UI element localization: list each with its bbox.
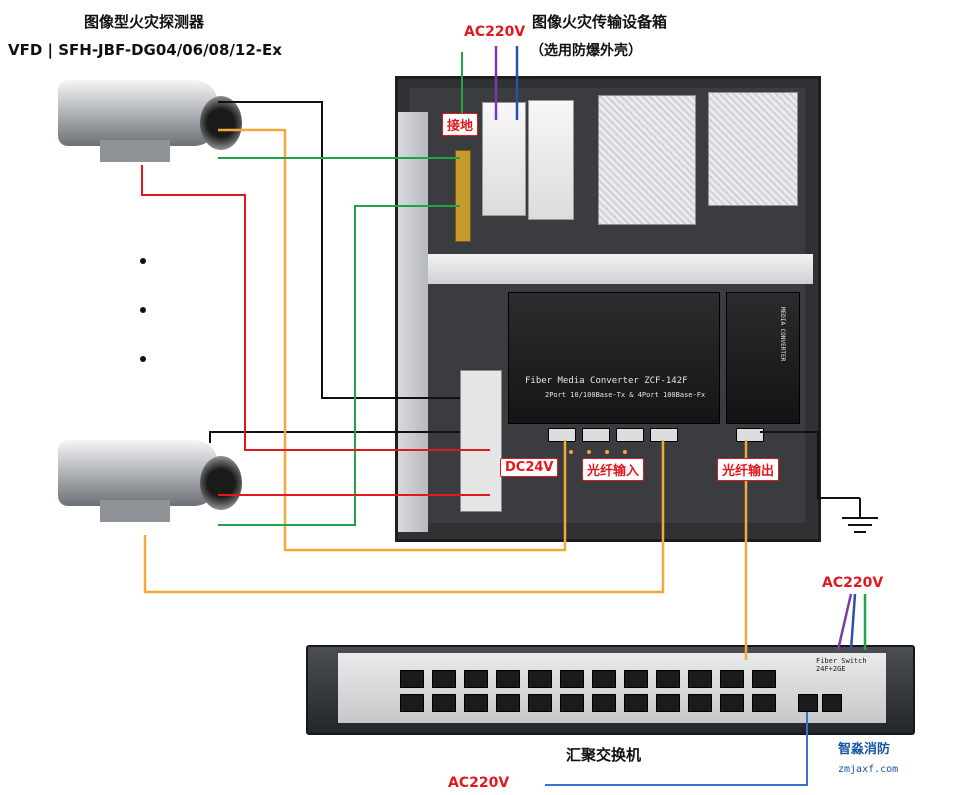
switch-fiber-port — [560, 694, 584, 712]
din-rail-cover — [428, 254, 813, 284]
camera-lens — [200, 96, 242, 150]
detector-model: VFD | SFH-JBF-DG04/06/08/12-Ex — [8, 41, 282, 59]
wire-blue-switch — [849, 593, 857, 651]
wire-black-2 — [209, 431, 460, 443]
fire-camera-top — [58, 80, 218, 146]
fiber-dot — [587, 450, 591, 454]
switch-fiber-port — [592, 694, 616, 712]
box-title: 图像火灾传输设备箱 — [532, 13, 668, 31]
logo-url: zmjaxf.com — [838, 764, 899, 775]
media-converter-side-label: MEDIA CONVERTER — [779, 307, 786, 362]
switch-fiber-port — [464, 694, 488, 712]
switch-fiber-port — [432, 670, 456, 688]
fiber-dot — [569, 450, 573, 454]
switch-fiber-port — [688, 694, 712, 712]
wire-green-ac — [461, 52, 475, 119]
switch-fiber-port — [400, 694, 424, 712]
switch-fiber-port — [560, 670, 584, 688]
ac220-top-label: AC220V — [464, 24, 526, 40]
box-subtitle: （选用防爆外壳） — [530, 43, 642, 59]
switch-fiber-port — [720, 694, 744, 712]
detector-title: 图像型火灾探测器 — [84, 13, 205, 31]
ground-bar — [455, 150, 471, 242]
fiber-port — [582, 428, 610, 442]
switch-fiber-port — [656, 670, 680, 688]
camera-mount — [100, 500, 170, 522]
converter-spec-label: 2Port 10/100Base-Tx & 4Port 100Base-Fx — [545, 391, 706, 399]
fiber-output-label: 光纤输出 — [717, 458, 780, 481]
ellipsis-dot — [140, 307, 146, 313]
fiber-dot — [623, 450, 627, 454]
switch-fiber-port — [688, 670, 712, 688]
switch-fiber-port — [720, 670, 744, 688]
fiber-orange-1 — [218, 128, 567, 552]
fiber-input-label: 光纤输入 — [582, 458, 645, 481]
switch-name-label: 汇聚交换机 — [566, 746, 642, 764]
switch-fiber-port — [528, 694, 552, 712]
converter-model-label: Fiber Media Converter ZCF-142F — [525, 376, 688, 386]
ac220-switch-label: AC220V — [822, 575, 884, 591]
fiber-dot — [605, 450, 609, 454]
logo-name: 智淼消防 — [838, 742, 891, 757]
switch-fiber-port — [592, 670, 616, 688]
switch-rj45-port — [822, 694, 842, 712]
circuit-breaker — [482, 102, 526, 216]
switch-fiber-port — [432, 694, 456, 712]
switch-fiber-port — [752, 670, 776, 688]
wire-purple-switch — [836, 593, 853, 651]
ground-label: 接地 — [442, 113, 479, 136]
wire-green-2 — [218, 205, 460, 526]
switch-fiber-port — [656, 694, 680, 712]
ellipsis-dot — [140, 356, 146, 362]
switch-fiber-port — [496, 670, 520, 688]
media-converter-out: MEDIA CONVERTER — [726, 292, 800, 424]
fiber-port — [736, 428, 764, 442]
switch-fiber-port — [624, 694, 648, 712]
camera-mount — [100, 140, 170, 162]
fiber-orange-2 — [143, 440, 665, 594]
cabinet-left-rail — [398, 112, 428, 532]
ac220-bottom-label: AC220V — [448, 775, 510, 791]
switch-model-label: Fiber Switch 24F+2GE — [816, 657, 867, 673]
fire-camera-bottom — [58, 440, 218, 506]
camera-lens — [200, 456, 242, 510]
fiber-port — [616, 428, 644, 442]
fiber-port — [548, 428, 576, 442]
ground-symbol — [842, 498, 878, 533]
switch-rj45-port — [798, 694, 818, 712]
fiber-media-converter: Fiber Media Converter ZCF-142F 2Port 10/… — [508, 292, 720, 424]
wire-black-1 — [218, 101, 460, 399]
brand-logo: 智淼消防 zmjaxf.com — [838, 738, 898, 776]
power-supply-2 — [708, 92, 798, 206]
uplink-cable — [545, 712, 808, 786]
ellipsis-dot — [140, 258, 146, 264]
power-supply-1 — [598, 95, 696, 225]
switch-fiber-port — [400, 670, 424, 688]
wire-red-1 — [141, 165, 490, 451]
dc24v-label: DC24V — [500, 458, 559, 477]
switch-fiber-port — [528, 670, 552, 688]
switch-fiber-port — [752, 694, 776, 712]
terminal-block — [460, 370, 502, 512]
wire-ground-black — [760, 431, 860, 499]
switch-fiber-port — [496, 694, 520, 712]
surge-protector — [528, 100, 574, 220]
switch-fiber-port — [464, 670, 488, 688]
switch-fiber-port — [624, 670, 648, 688]
